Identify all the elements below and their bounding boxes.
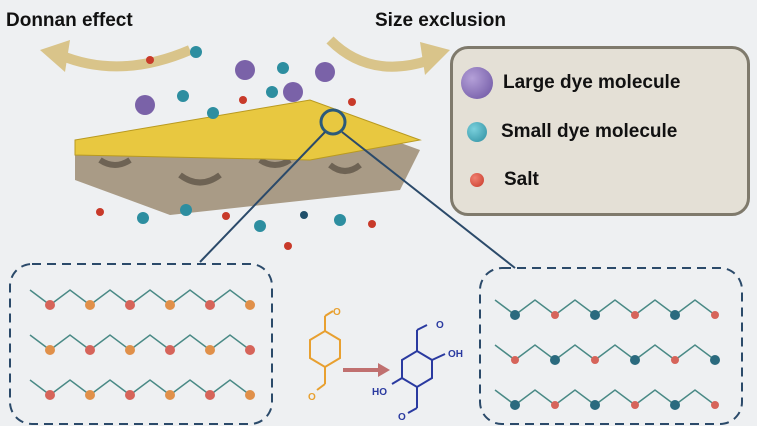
zoom-circle: [319, 108, 347, 136]
large-dye-icon: [461, 67, 493, 99]
size-exclusion-arrowhead: [420, 42, 450, 75]
ho-label: HO: [372, 387, 387, 398]
legend-label: Small dye molecule: [501, 121, 678, 142]
zoom-line-left: [199, 131, 326, 263]
membrane-pores: [98, 157, 362, 186]
legend-label: Large dye molecule: [503, 72, 681, 93]
legend: Large dye molecule Small dye molecule Sa…: [450, 46, 750, 216]
legend-item-small-dye: Small dye molecule: [467, 121, 677, 143]
left-network-box: [9, 263, 273, 425]
o-bottom-left: O: [308, 392, 316, 403]
small-dye-icon: [467, 122, 487, 142]
left-network: [29, 289, 251, 396]
right-network-box: [479, 267, 743, 425]
size-exclusion-label: Size exclusion: [375, 10, 506, 31]
donnan-effect-label: Donnan effect: [6, 10, 133, 31]
zoom-line-right: [341, 131, 516, 269]
salt-icon: [470, 173, 484, 187]
legend-item-salt: Salt: [470, 169, 539, 191]
left-nodes: [45, 300, 255, 400]
donnan-arrow: [58, 45, 192, 72]
reaction-arrowhead: [378, 363, 390, 377]
right-network: [494, 299, 716, 406]
legend-item-large-dye: Large dye molecule: [461, 67, 680, 99]
terephthalaldehyde: [309, 310, 341, 391]
o-top-left: O: [333, 307, 341, 318]
o-bottom-right: O: [398, 412, 406, 423]
o-top-right: O: [436, 320, 444, 331]
donnan-arrowhead: [40, 40, 70, 72]
oh-label: OH: [448, 349, 463, 360]
size-exclusion-arrow: [326, 36, 432, 72]
legend-label: Salt: [504, 169, 539, 190]
dihydroxy-terephthalaldehyde: [391, 324, 446, 414]
particles: [96, 46, 376, 250]
right-nodes: [510, 310, 720, 410]
